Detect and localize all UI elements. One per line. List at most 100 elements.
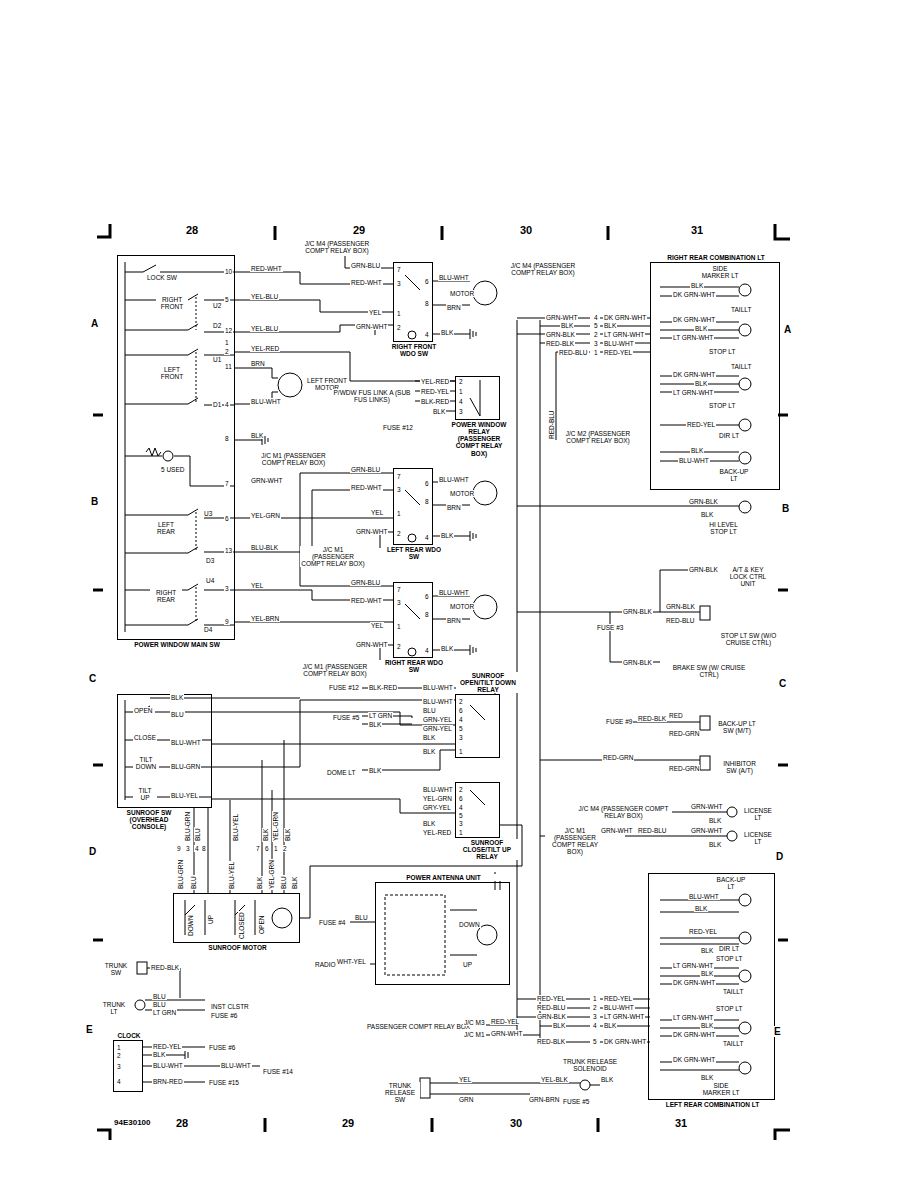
wire-label: 4 xyxy=(224,401,230,408)
wire-label: 1 xyxy=(458,748,464,755)
wire-label: BLK xyxy=(432,408,446,415)
wire-label: BLU-WHT xyxy=(603,1004,635,1011)
wire-label: BLU-WHT xyxy=(250,398,282,405)
wire-label: YEL-RED xyxy=(422,829,452,836)
wire-label: 4 xyxy=(458,716,464,723)
wire-label: MOTOR xyxy=(449,290,475,297)
wire-label: FUSE #9 xyxy=(605,718,633,725)
wire-label: 11 xyxy=(224,363,233,370)
wire-label: BLU-WHT xyxy=(438,274,470,281)
wire-label: GRN-WHT xyxy=(355,528,388,535)
wire-label: U3 xyxy=(203,510,213,517)
wire-label: BLU-WHT xyxy=(170,739,202,746)
wire-label: YEL xyxy=(368,309,382,316)
switch-box: SUNROOF SW (OVERHEAD CONSOLE) xyxy=(117,694,212,808)
wire-label: RED-WHT xyxy=(350,484,383,491)
wire-label: 7 xyxy=(396,266,402,273)
wire-label: LICENSE LT xyxy=(742,807,774,821)
wire-label: BLK xyxy=(440,329,454,336)
wire-label: RED-YEL xyxy=(688,928,718,935)
wire-label: BLK xyxy=(152,1051,166,1058)
grid-reference: 94E30100 xyxy=(113,1119,151,1128)
wire-label: RED-WHT xyxy=(350,279,383,286)
wire-label: RED-YEL xyxy=(420,388,450,395)
wire-label: BLU-GRN xyxy=(170,763,201,770)
wire-label: TRUNK RELEASE SW xyxy=(380,1082,420,1103)
wire-label: DIR LT xyxy=(718,432,740,439)
wire-label: 1 xyxy=(116,1044,122,1051)
wire-label: 1 xyxy=(458,829,464,836)
wire-label: BLK xyxy=(552,1022,566,1029)
component-caption: RIGHT FRONT WDO SW xyxy=(384,343,444,357)
wire-label: BLU-WHT xyxy=(422,698,454,705)
wire-label: BLK xyxy=(708,817,722,824)
wire-label: BLK xyxy=(600,1076,614,1083)
wire-label: FUSE #15 xyxy=(208,1079,240,1086)
wire-label: GRN-WHT xyxy=(490,1030,523,1037)
wire-label: 2 xyxy=(458,786,464,793)
wire-label: BLK xyxy=(694,325,708,332)
wire-label: DK GRN-WHT xyxy=(672,1056,716,1063)
wire-label: RED-GRN xyxy=(668,730,700,737)
wire-label: BLU xyxy=(194,827,201,842)
wire-label: FUSE #5 xyxy=(562,1098,590,1105)
wire-label: BLU xyxy=(152,1001,167,1008)
wire-label: SIDE MARKER LT xyxy=(700,1082,742,1096)
wire-label: LOCK SW xyxy=(146,274,178,281)
wire-label: 5 xyxy=(224,296,230,303)
wire-label: 4 xyxy=(424,331,430,338)
wire-label: 8 xyxy=(424,300,430,307)
wire-label: LICENSE LT xyxy=(742,831,774,845)
wire-label: BLU-BLK xyxy=(250,544,279,551)
wire-label: FUSE #6 xyxy=(208,1044,236,1051)
wire-label: RED-YEL xyxy=(536,995,566,1002)
wire-label: DK GRN-WHT xyxy=(603,314,647,321)
wire-label: BACK-UP LT xyxy=(715,876,747,890)
wire-label: BLU-WHT xyxy=(422,684,454,691)
wire-label: BLK xyxy=(250,432,264,439)
wire-label: RED-YEL xyxy=(603,995,633,1002)
wire-label: LT GRN xyxy=(368,712,393,719)
wire-label: BLK xyxy=(700,511,714,518)
wire-label: TRUNK RELEASE SOLENOID xyxy=(560,1058,620,1072)
wire-label: BLU-YEL xyxy=(228,861,235,890)
wire-connector xyxy=(212,744,455,745)
wire-label: GRN-BLU xyxy=(350,262,381,269)
switch-box: POWER WINDOW MAIN SW xyxy=(117,255,235,640)
wire-label: J/C M1 (PASSENGER COMPT RELAY BOX) xyxy=(300,546,366,567)
wire-label: YEL-GRN xyxy=(422,795,453,802)
wire-label: 10 xyxy=(224,268,233,275)
wire-label: TILT DOWN xyxy=(133,756,159,770)
wire-label: 3 xyxy=(396,599,402,606)
wire-label: RED-WHT xyxy=(350,597,383,604)
wire-label: J/C M1 (PASSENGER COMPT RELAY BOX) xyxy=(296,663,374,677)
wire-label: 2 xyxy=(396,324,402,331)
wire-label: 4 xyxy=(424,534,430,541)
wire-label: RED-YEL xyxy=(152,1043,182,1050)
wire-label: BLK xyxy=(694,380,708,387)
wire-label: TRUNK LT xyxy=(98,1001,130,1015)
wire-label: FUSE #6 xyxy=(210,1012,238,1019)
wire-label: YEL xyxy=(458,1076,472,1083)
wire-label: TAILLT xyxy=(730,306,752,313)
wire-label: DOWN xyxy=(458,921,481,928)
wire-label: GRN-BLK xyxy=(545,331,576,338)
grid-reference: 30 xyxy=(509,1117,523,1129)
wire-label: OPEN xyxy=(258,915,265,935)
wire-label: STOP LT xyxy=(708,402,736,409)
grid-reference: D xyxy=(88,846,97,857)
grid-reference: A xyxy=(90,318,99,329)
wire-label: STOP LT SW (W/O CRUISE CTRL) xyxy=(715,632,782,646)
wire-label: BRN xyxy=(250,360,266,367)
wire-label: YEL xyxy=(370,509,384,516)
wire-label: WHT-YEL xyxy=(336,958,367,965)
component-caption: RIGHT REAR WDO SW xyxy=(384,659,444,673)
wire-label: D3 xyxy=(205,557,215,564)
grid-reference: B xyxy=(781,503,790,514)
grid-reference: 28 xyxy=(175,1117,189,1129)
wire-label: DK GRN-WHT xyxy=(672,979,716,986)
wire-label: BLK-RED xyxy=(420,398,450,405)
wire-label: RED-BLK xyxy=(637,715,667,722)
wire-label: BLK xyxy=(708,841,722,848)
